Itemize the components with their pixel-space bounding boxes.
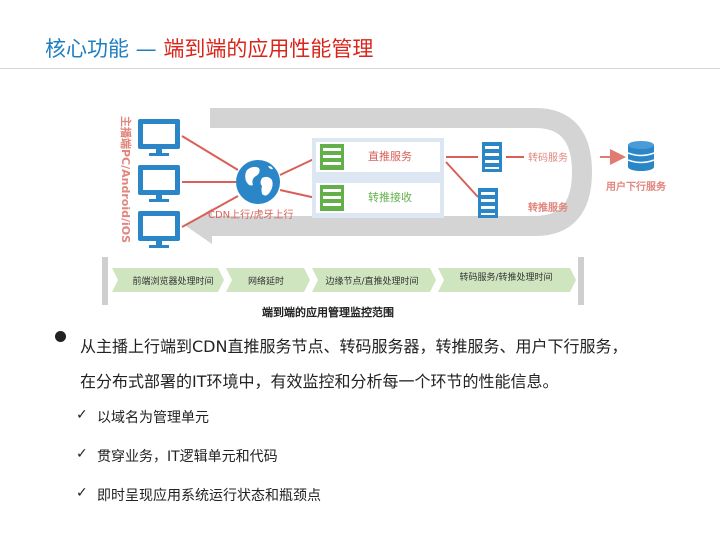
- push-service-label: 直推服务: [368, 149, 412, 163]
- title-main: 端到端的应用性能管理: [163, 37, 374, 61]
- database-icon: [627, 141, 655, 171]
- check-icon: ✓: [76, 407, 88, 423]
- cdn-label: CDN上行/虎牙上行: [208, 208, 294, 221]
- title-divider: [0, 68, 720, 69]
- globe-icon: [236, 160, 280, 204]
- globe-connectors: [279, 157, 317, 199]
- paragraph-line-1: 从主播上行端到CDN直推服务节点、转码服务器，转推服务、用户下行服务，: [80, 337, 628, 356]
- transcode-service-label: 转码服务: [528, 151, 568, 164]
- monitor-icon-2: [138, 165, 180, 202]
- sub-item: 即时呈现应用系统运行状态和瓶颈点: [97, 488, 321, 504]
- sub-item: 贯穿业务，IT逻辑单元和代码: [97, 449, 278, 465]
- server-icon-green-1: [320, 144, 344, 170]
- paragraph-line-2: 在分布式部署的IT环境中，有效监控和分析每一个环节的性能信息。: [80, 372, 559, 391]
- slide-title: 核心功能 — 端到端的应用性能管理: [45, 33, 373, 63]
- relay-service-label: 转推服务: [528, 201, 569, 214]
- server-connectors: [445, 156, 524, 198]
- server-icon-green-2: [320, 185, 344, 211]
- title-prefix: 核心功能 —: [45, 37, 157, 61]
- stage-label: 边缘节点/直推处理时间: [325, 275, 418, 287]
- server-icon-relay: [478, 188, 498, 218]
- bullet-dot: [55, 331, 66, 342]
- scope-label: 端到端的应用管理监控范围: [262, 305, 394, 319]
- stage-label: 转码服务/转推处理时间: [459, 271, 552, 283]
- architecture-diagram: 主播端PC/Android/iOS CDN上行/虎牙上行: [102, 108, 667, 319]
- check-icon: ✓: [76, 485, 88, 501]
- user-service-label: 用户下行服务: [605, 180, 667, 193]
- monitor-icon-3: [138, 211, 180, 248]
- stage-bar: [102, 257, 584, 305]
- stage-label: 网络延时: [248, 275, 284, 287]
- sub-item: 以域名为管理单元: [97, 410, 209, 426]
- vertical-label: 主播端PC/Android/iOS: [119, 116, 133, 243]
- monitor-icon-1: [138, 119, 180, 156]
- monitor-connectors: [181, 135, 239, 228]
- relay-receive-label: 转推接收: [368, 190, 412, 204]
- check-icon: ✓: [76, 446, 88, 462]
- server-icon-transcode: [482, 142, 502, 172]
- stage-label: 前端浏览器处理时间: [132, 275, 213, 287]
- flow-band: [186, 108, 593, 244]
